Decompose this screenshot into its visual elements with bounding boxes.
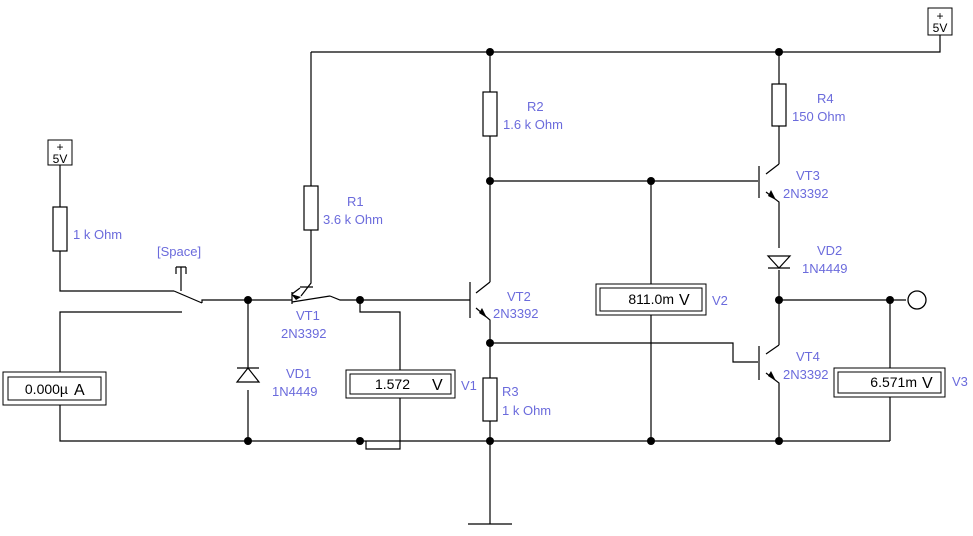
transistor-vt2: VT2 2N3392 <box>479 289 539 321</box>
v2-name: V2 <box>712 293 728 308</box>
vt3-name: VT3 <box>796 168 820 183</box>
voltmeter-v1: 1.572 V V1 <box>345 369 477 399</box>
source-right-value: 5V <box>933 21 948 35</box>
vt2-name: VT2 <box>507 289 531 304</box>
vd1-name: VD1 <box>286 366 311 381</box>
source-right-plus: + <box>936 9 943 23</box>
v3-unit: V <box>922 375 933 392</box>
vd1-model: 1N4449 <box>272 384 318 399</box>
resistor-r1-name: R1 <box>347 194 364 209</box>
v1-reading: 1.572 <box>375 376 410 392</box>
output-terminal <box>907 290 927 310</box>
resistor-r4-value: 150 Ohm <box>792 109 845 124</box>
resistor-r2 <box>482 91 498 137</box>
v1-unit: V <box>432 377 443 394</box>
vt1-model: 2N3392 <box>281 326 327 341</box>
vd2-model: 1N4449 <box>802 261 848 276</box>
v1-name: V1 <box>461 378 477 393</box>
resistor-r2-name: R2 <box>527 99 544 114</box>
diode-vd2: VD2 1N4449 <box>766 243 848 276</box>
resistor-r1-value: 3.6 k Ohm <box>323 212 383 227</box>
transistor-vt3: VT3 2N3392 <box>768 168 829 201</box>
voltmeter-v3: 6.571m V V3 <box>833 367 968 398</box>
resistor-r2-value: 1.6 k Ohm <box>503 117 563 132</box>
v2-unit: V <box>679 292 690 309</box>
voltage-source-right: + 5V <box>927 7 953 36</box>
voltmeter-v2: 811.0m V V2 <box>595 283 728 316</box>
transistor-vt1: VT1 2N3392 <box>281 286 331 341</box>
vt3-model: 2N3392 <box>783 186 829 201</box>
resistor-r4-name: R4 <box>817 91 834 106</box>
resistor-r4 <box>771 83 787 127</box>
resistor-r3-name: R3 <box>502 384 519 399</box>
transistor-vt4: VT4 2N3392 <box>768 349 829 382</box>
ammeter-unit: A <box>74 382 85 399</box>
diode-vd1: VD1 1N4449 <box>235 366 318 399</box>
v3-name: V3 <box>952 374 968 389</box>
resistor-r3-value: 1 k Ohm <box>502 403 551 418</box>
vd2-name: VD2 <box>817 243 842 258</box>
resistor-input-value: 1 k Ohm <box>73 227 122 242</box>
v2-reading: 811.0m <box>628 291 674 307</box>
space-switch[interactable]: [Space] <box>157 244 201 291</box>
resistor-r1 <box>303 185 319 231</box>
switch-label: [Space] <box>157 244 201 259</box>
vt2-model: 2N3392 <box>493 306 539 321</box>
v3-reading: 6.571m <box>870 374 917 390</box>
ammeter: 0.000µ A <box>2 371 107 406</box>
resistor-r3 <box>482 377 498 422</box>
ammeter-reading: 0.000µ <box>25 381 68 397</box>
wires <box>59 35 941 525</box>
junction-dots <box>244 48 894 445</box>
vt1-name: VT1 <box>296 308 320 323</box>
voltage-source-left: + 5V <box>47 139 73 166</box>
vt4-model: 2N3392 <box>783 367 829 382</box>
vt4-name: VT4 <box>796 349 820 364</box>
resistor-input <box>52 206 68 252</box>
source-left-plus: + <box>56 140 63 154</box>
source-left-value: 5V <box>53 152 68 166</box>
